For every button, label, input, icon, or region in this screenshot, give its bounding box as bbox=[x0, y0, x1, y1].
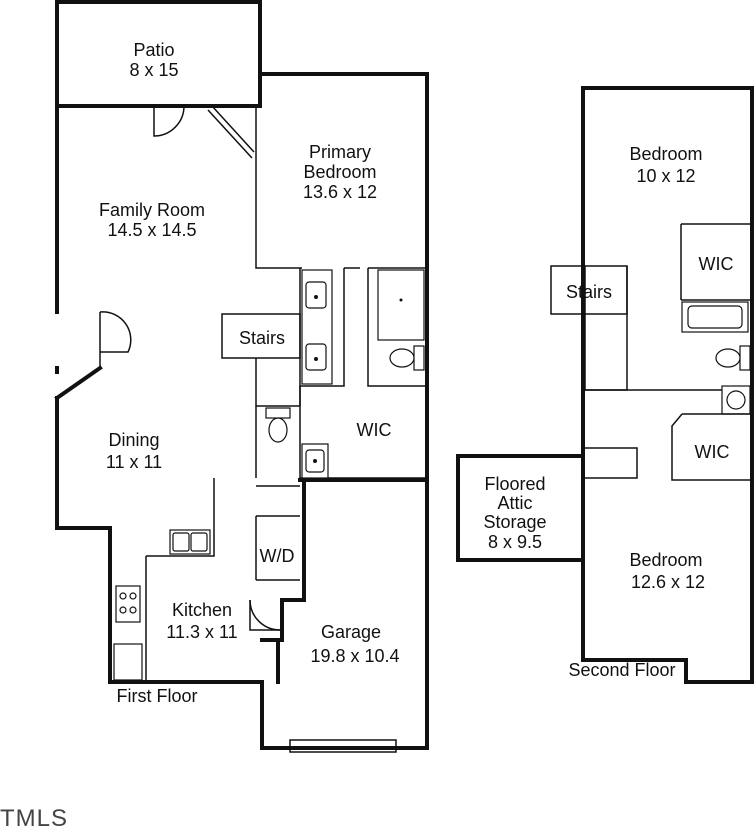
patio-name: Patio bbox=[133, 40, 174, 60]
attic-name-2: Attic bbox=[497, 493, 532, 513]
primary-bedroom-dims: 13.6 x 12 bbox=[303, 182, 377, 202]
patio-outline bbox=[55, 0, 262, 108]
bedroom-upper-dims: 10 x 12 bbox=[636, 166, 695, 186]
first-floor-label: First Floor bbox=[117, 686, 198, 706]
attic-name-3: Storage bbox=[483, 512, 546, 532]
attic-dims: 8 x 9.5 bbox=[488, 532, 542, 552]
second-floor-plan bbox=[456, 86, 754, 684]
primary-bedroom-name-1: Primary bbox=[309, 142, 371, 162]
entry-door[interactable] bbox=[99, 311, 132, 368]
sliding-door[interactable] bbox=[207, 109, 253, 159]
patio-dims: 8 x 15 bbox=[129, 60, 178, 80]
stairs-first bbox=[221, 313, 301, 359]
second-floor-outer-wall bbox=[456, 86, 754, 684]
bedroom-upper-name: Bedroom bbox=[629, 144, 702, 164]
wd-label: W/D bbox=[260, 546, 295, 566]
second-floor-label: Second Floor bbox=[568, 660, 675, 680]
wic-lower-label: WIC bbox=[695, 442, 730, 462]
wic-first-label: WIC bbox=[357, 420, 392, 440]
wic-upper-label: WIC bbox=[699, 254, 734, 274]
stairs-first-label: Stairs bbox=[239, 328, 285, 348]
first-floor-plan bbox=[54, 0, 429, 753]
dining-dims: 11 x 11 bbox=[106, 452, 162, 472]
garage-name: Garage bbox=[321, 622, 381, 642]
garage-dims: 19.8 x 10.4 bbox=[310, 646, 399, 666]
bedroom-lower-dims: 12.6 x 12 bbox=[631, 572, 705, 592]
kitchen-dims: 11.3 x 11 bbox=[166, 622, 237, 642]
mls-watermark: TMLS bbox=[0, 805, 68, 828]
patio-door[interactable] bbox=[153, 105, 185, 137]
family-room-name: Family Room bbox=[99, 200, 205, 220]
bedroom-lower-name: Bedroom bbox=[629, 550, 702, 570]
family-room-dims: 14.5 x 14.5 bbox=[107, 220, 196, 240]
stairs-second-label: Stairs bbox=[566, 282, 612, 302]
dining-angled-wall bbox=[54, 310, 103, 401]
kitchen-name: Kitchen bbox=[172, 600, 232, 620]
attic-name-1: Floored bbox=[484, 474, 545, 494]
kitchen-door[interactable] bbox=[249, 599, 281, 631]
garage-door[interactable] bbox=[289, 739, 397, 753]
room-labels: Patio 8 x 15 Primary Bedroom 13.6 x 12 F… bbox=[0, 40, 734, 828]
primary-bedroom-name-2: Bedroom bbox=[303, 162, 376, 182]
dining-name: Dining bbox=[108, 430, 159, 450]
